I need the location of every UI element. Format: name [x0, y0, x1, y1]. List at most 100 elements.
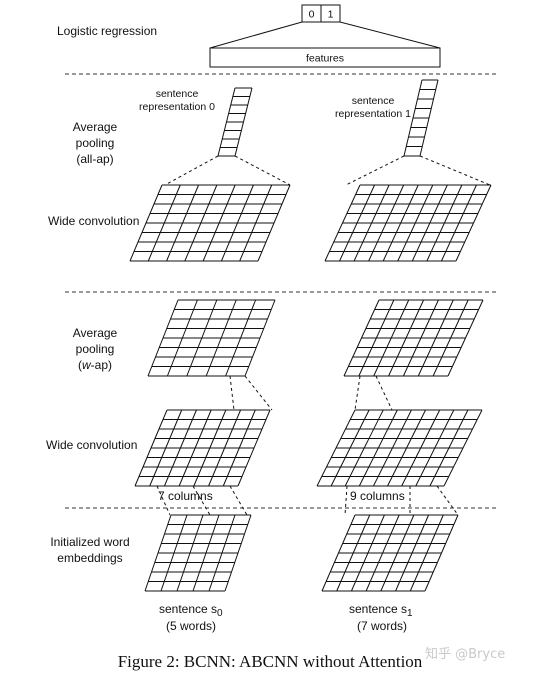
grid-col-line [239, 184, 273, 262]
avg-pool-w-line2: pooling [76, 342, 115, 356]
grid-col-line [237, 409, 271, 487]
wide-conv-bottom-right-grid [316, 409, 483, 487]
grid-col-line [220, 184, 254, 262]
wide-conv-top-left-grid [129, 184, 291, 262]
features-trapezoid [209, 21, 441, 49]
grid-col-line [443, 409, 483, 487]
avg-pool-all-line2: pooling [76, 136, 115, 150]
grid-col-line [217, 87, 236, 157]
grid-col-line [149, 409, 183, 487]
sentence-rep1-vector [403, 79, 439, 157]
logistic-regression-label: Logistic regression [57, 24, 157, 38]
wide-conv-bottom-left-grid [134, 409, 271, 487]
avg-pool-w-left-grid [147, 299, 276, 377]
pool-connectors-middle [229, 375, 393, 411]
grid-col-line [397, 184, 434, 262]
figure-caption: Figure 2: BCNN: ABCNN without Attention [118, 652, 423, 671]
grid-col-line [324, 184, 361, 262]
sentence-rep1-line1: sentence [352, 95, 395, 107]
grid-col-line [202, 184, 236, 262]
grid-col-line [316, 409, 356, 487]
grid-col-line [166, 184, 200, 262]
wide-conv-top-right-grid [324, 184, 492, 262]
grid-col-line [387, 409, 427, 487]
grid-col-line [336, 514, 371, 592]
words-right-label: (7 words) [357, 619, 407, 633]
dash-line [419, 155, 491, 186]
init-word-line1: Initialized word [50, 535, 129, 549]
grid-col-line [186, 299, 218, 377]
dash-line [344, 485, 348, 516]
output-0-text: 0 [309, 9, 315, 21]
grid-col-line [426, 184, 463, 262]
grid-col-line [208, 514, 236, 592]
dash-line [375, 375, 393, 411]
grid-col-line [176, 514, 204, 592]
avg-pool-w-paren-open: ( [78, 358, 82, 372]
dash-line [436, 485, 459, 516]
grid-col-line [409, 514, 444, 592]
dash-line [234, 155, 291, 186]
sentence-s0-text: sentence s [159, 602, 217, 616]
grid-col-line [193, 409, 227, 487]
grid-col-line [192, 514, 220, 592]
grid-col-line [222, 409, 256, 487]
grid-col-line [388, 299, 425, 377]
words-left-label: (5 words) [166, 619, 216, 633]
wide-conv-top-label: Wide convolution [48, 214, 139, 228]
cols-left-label: 7 columns [158, 489, 213, 503]
grid-col-line [417, 299, 454, 377]
grid-col-line [373, 299, 410, 377]
grid-col-line [234, 87, 253, 157]
sentence-rep0-line2: representation 0 [139, 101, 215, 113]
grid-col-line [160, 514, 188, 592]
grid-col-line [440, 184, 477, 262]
grid-col-line [353, 184, 390, 262]
grid-col-line [380, 514, 415, 592]
avg-pool-all-line3: (all-ap) [76, 152, 113, 166]
grid-col-line [344, 409, 384, 487]
grid-col-line [358, 409, 398, 487]
init-word-line2: embeddings [57, 551, 122, 565]
grid-col-line [224, 514, 252, 592]
grid-col-line [368, 184, 405, 262]
dash-line [229, 375, 235, 411]
grid-col-line [365, 514, 400, 592]
grid-col-line [382, 184, 419, 262]
grid-col-line [144, 514, 172, 592]
avg-pool-all-line1: Average [73, 120, 118, 134]
grid-col-line [321, 514, 356, 592]
grid-col-line [358, 299, 395, 377]
grid-col-line [395, 514, 430, 592]
pool-connectors-top [164, 155, 491, 186]
grid-col-line [330, 409, 370, 487]
sentence-s1-subscript: 1 [407, 608, 413, 619]
watermark: 知乎 @Bryce [425, 646, 505, 662]
sentence-s1-label: sentence s1 [349, 602, 413, 619]
avg-pool-w-line3: (w-ap) [78, 358, 112, 372]
grid-col-line [432, 299, 469, 377]
grid-col-line [343, 299, 380, 377]
wide-conv-bottom-label: Wide convolution [46, 438, 137, 452]
avg-pool-w-italic: w [82, 358, 92, 372]
grid-col-line [147, 184, 181, 262]
grid-col-line [429, 409, 469, 487]
sentence-s0-label: sentence s0 [159, 602, 223, 619]
grid-col-line [339, 184, 376, 262]
avg-pool-w-line1: Average [73, 326, 118, 340]
grid-col-line [402, 299, 439, 377]
grid-col-line [129, 184, 163, 262]
dash-line [354, 375, 361, 411]
sentence-s0-subscript: 0 [217, 608, 223, 619]
dash-line [229, 485, 248, 516]
grid-col-line [411, 184, 448, 262]
features-label: features [306, 53, 344, 65]
grid-col-line [424, 514, 459, 592]
grid-col-line [134, 409, 168, 487]
grid-col-line [403, 79, 423, 157]
grid-col-line [372, 409, 412, 487]
grid-col-line [208, 409, 242, 487]
sentence-rep0-line1: sentence [156, 88, 199, 100]
features-box [209, 47, 441, 68]
grid-col-line [178, 409, 212, 487]
